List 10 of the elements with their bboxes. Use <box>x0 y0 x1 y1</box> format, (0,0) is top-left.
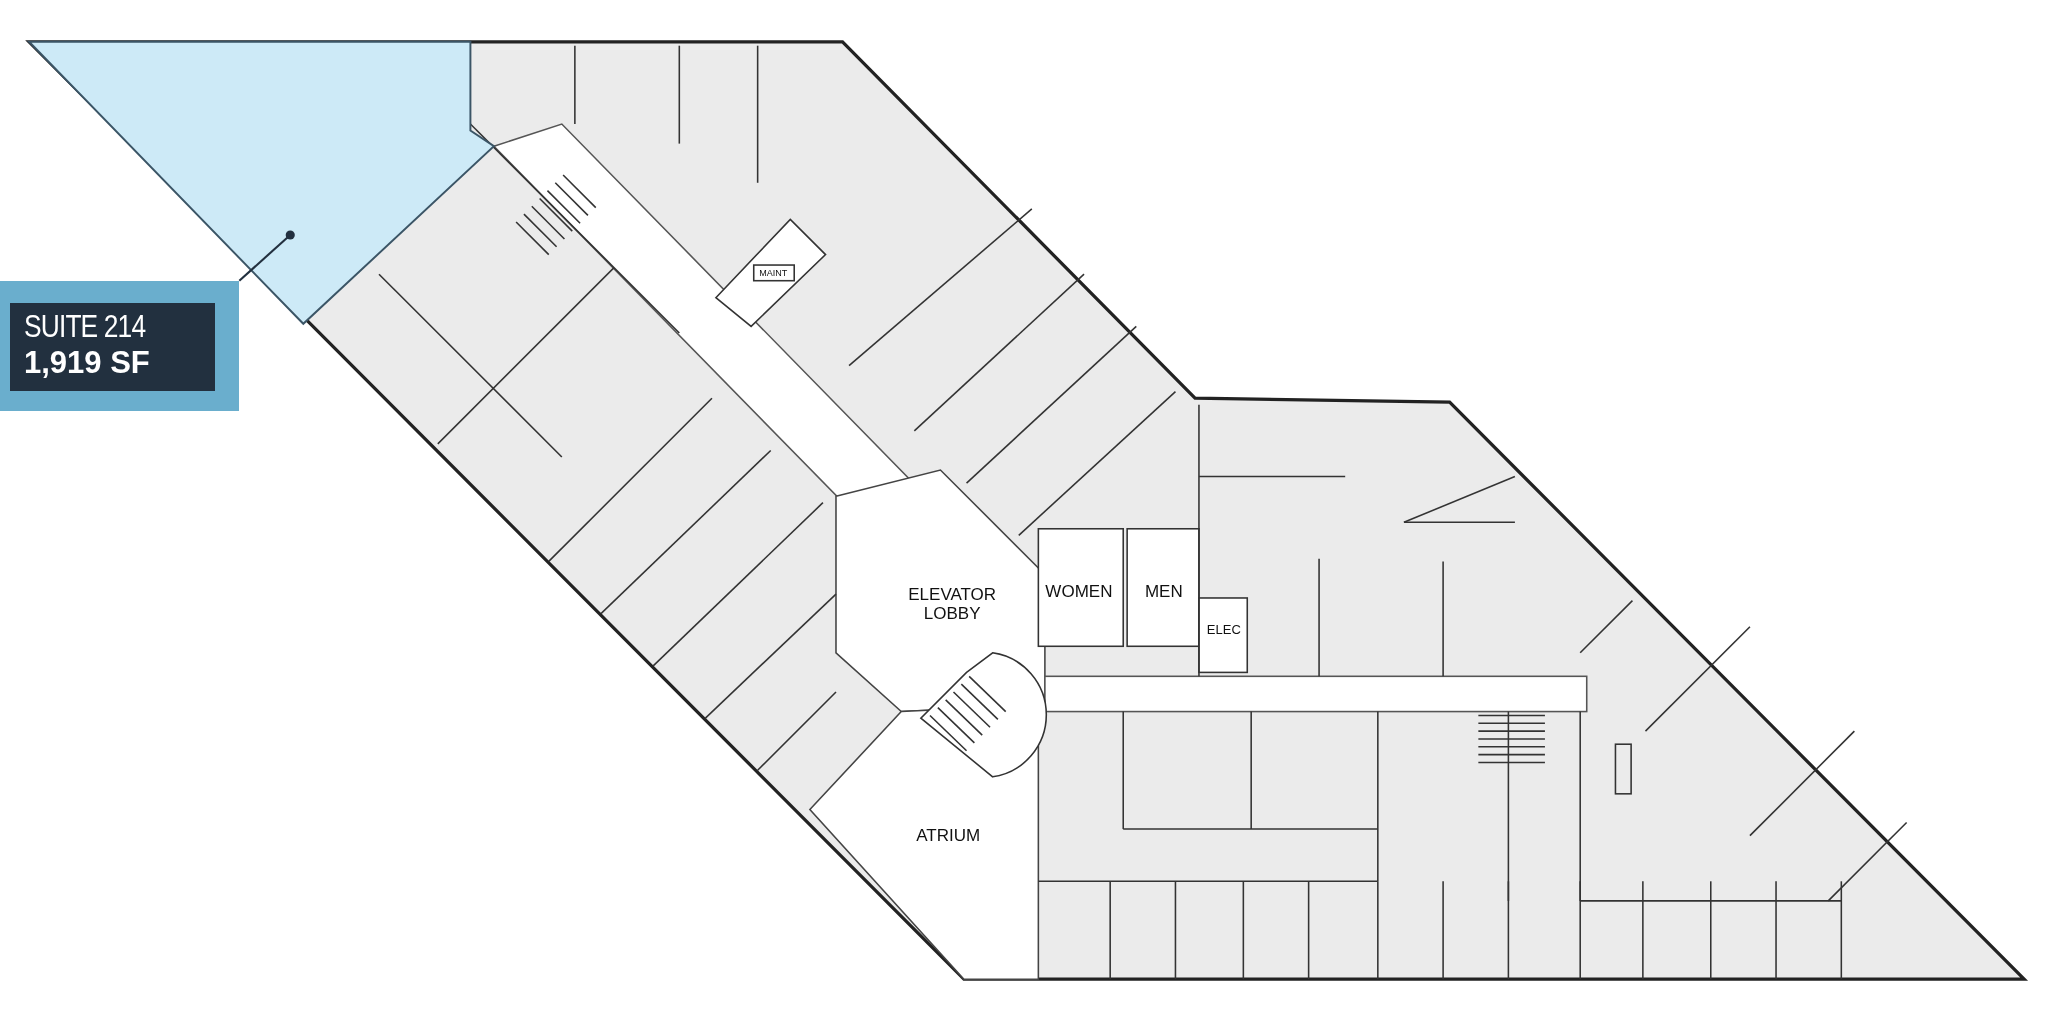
room-label: WOMEN <box>1045 581 1113 602</box>
room-label: ATRIUM <box>916 826 981 846</box>
suite-callout <box>0 280 239 412</box>
suite-area-text: 1,919 SF <box>24 344 151 381</box>
leader-line <box>238 230 295 282</box>
room-label: MAINT <box>759 267 788 279</box>
room-label: ELEC <box>1206 622 1241 638</box>
room-label: ELEVATOR LOBBY <box>907 585 998 625</box>
suite-number: SUITE 214 <box>24 308 147 345</box>
room-label: MEN <box>1144 581 1183 602</box>
